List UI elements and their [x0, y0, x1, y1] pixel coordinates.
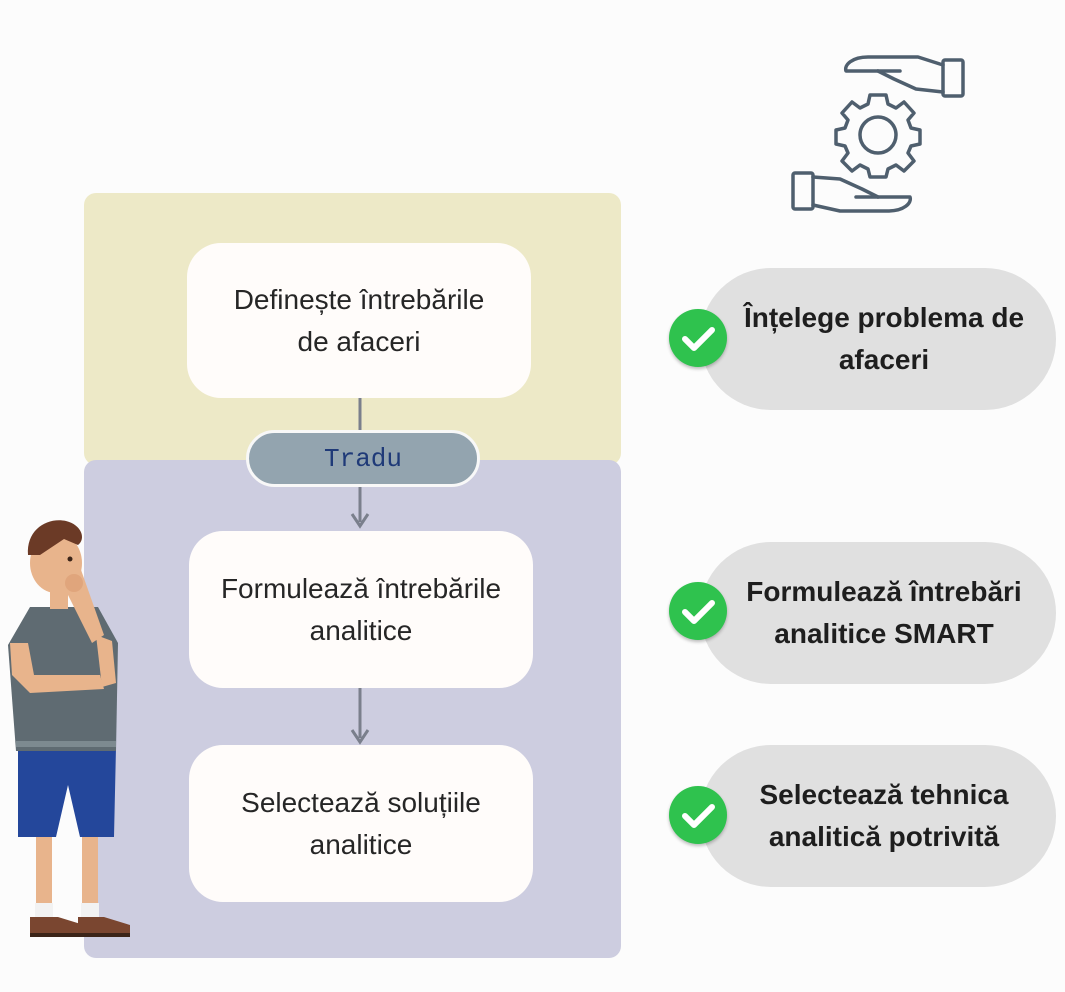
outcome-2-line-1: Formulează întrebări: [746, 576, 1022, 607]
outcome-1-line-1: Înțelege problema de: [743, 302, 1025, 333]
outcome-3-line-1: Selectează tehnica: [759, 779, 1009, 810]
outcome-pill-understand-problem: Înțelege problema de afaceri: [700, 268, 1056, 410]
check-circle-icon: [669, 582, 727, 640]
step-1-line-2: de afaceri: [297, 325, 421, 357]
step-1-line-1: Definește întrebările: [233, 283, 485, 315]
check-circle-icon: [669, 786, 727, 844]
outcome-pill-select-technique: Selectează tehnica analitică potrivită: [700, 745, 1056, 887]
check-circle-icon: [669, 309, 727, 367]
step-define-business-questions: Definește întrebările de afaceri: [187, 243, 531, 398]
outcome-3-line-2: analitică potrivită: [768, 821, 1000, 852]
step-3-line-1: Selectează soluțiile: [241, 786, 481, 818]
step-3-line-2: analitice: [309, 828, 413, 860]
thinking-person-illustration: [8, 520, 130, 937]
outcome-pill-smart-questions: Formulează întrebări analitice SMART: [700, 542, 1056, 684]
step-select-analytic-solutions: Selectează soluțiile analitice: [189, 745, 533, 902]
translate-pill: Tradu: [246, 430, 480, 487]
step-2-line-2: analitice: [309, 614, 413, 646]
arrow-head-1: [350, 513, 370, 529]
step-formulate-analytic-questions: Formulează întrebările analitice: [189, 531, 533, 688]
step-2-line-1: Formulează întrebările: [220, 572, 502, 604]
hands-gear-icon: [791, 55, 965, 213]
arrow-head-2: [350, 729, 370, 745]
outcome-2-line-2: analitice SMART: [774, 618, 994, 649]
outcome-1-line-2: afaceri: [838, 344, 930, 375]
